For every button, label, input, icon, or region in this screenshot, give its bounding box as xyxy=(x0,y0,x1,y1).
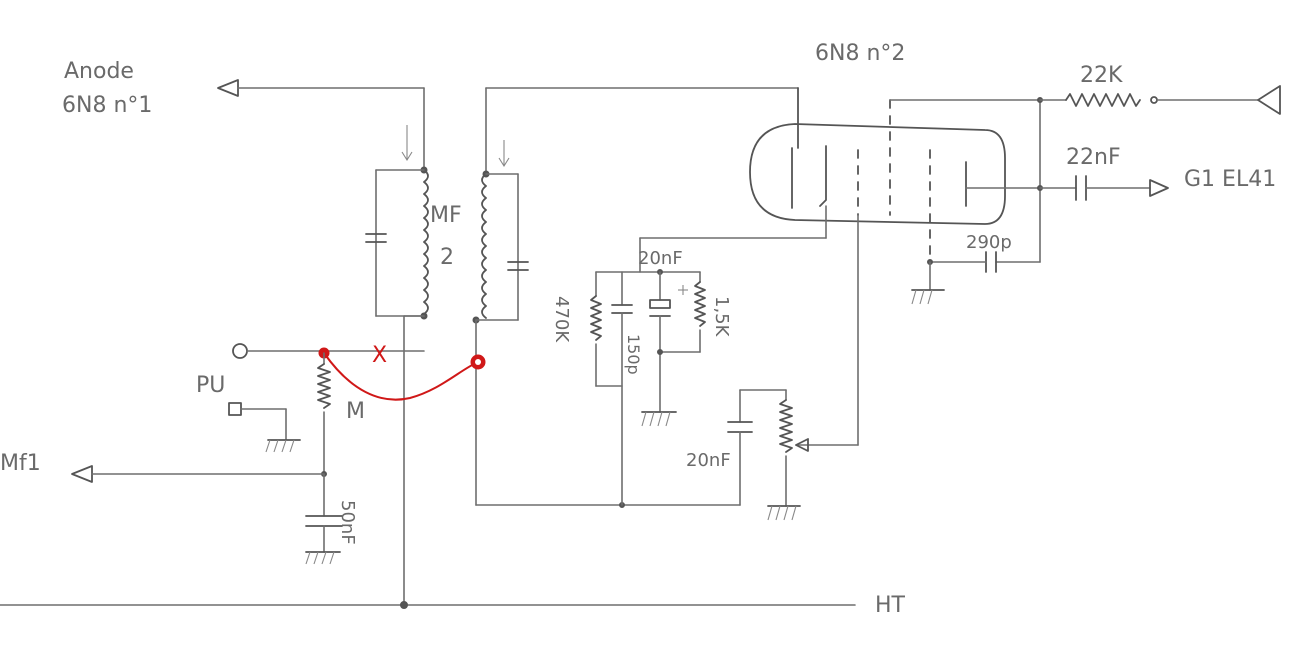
red-modification xyxy=(318,347,486,401)
capacitor-150p-label: 150p xyxy=(624,334,643,375)
resistor-m-label: M xyxy=(346,399,365,424)
mf2-primary-coil xyxy=(365,166,429,320)
capacitor-20nf-top-label: 20nF xyxy=(638,248,683,269)
resistor-470k-label: 470K xyxy=(551,296,572,343)
pu-label: PU xyxy=(196,373,225,398)
capacitor-50nf-label: 50nF xyxy=(337,500,358,545)
capacitor-50nf xyxy=(305,473,343,565)
mf1-output-arrow xyxy=(71,465,325,483)
tube-6n8-2-label: 6N8 n°2 xyxy=(815,41,905,66)
mf1-label: Mf1 xyxy=(0,451,41,476)
mf2-secondary-coil xyxy=(472,87,799,508)
ht-junction xyxy=(400,601,408,609)
cathode-network xyxy=(590,237,706,506)
capacitor-22nf-label: 22nF xyxy=(1066,145,1121,170)
capacitor-290p-label: 290p xyxy=(966,232,1012,253)
anode-tube-label: 6N8 n°1 xyxy=(62,93,152,118)
potentiometer xyxy=(739,389,809,521)
resistor-15k-label: 1,5K xyxy=(711,296,732,338)
mf2-label: MF xyxy=(430,203,462,228)
capacitor-20nf-bottom xyxy=(727,389,753,506)
resistor-22k-label: 22K xyxy=(1080,63,1123,88)
anode-input-arrow xyxy=(217,79,425,169)
output-g1-el41-label: G1 EL41 xyxy=(1184,167,1276,192)
mf2-number-label: 2 xyxy=(440,245,454,270)
capacitor-20nf-bottom-label: 20nF xyxy=(686,450,731,471)
tube-6n8-2 xyxy=(639,87,1043,446)
capacitor-22nf xyxy=(1039,175,1169,201)
anode-label: Anode xyxy=(64,59,134,84)
pu-input xyxy=(228,343,425,453)
resistor-m xyxy=(317,352,331,477)
cut-mark: X xyxy=(372,343,387,368)
resistor-22k xyxy=(1039,85,1281,115)
capacitor-290p xyxy=(911,251,1041,305)
ht-label: HT xyxy=(875,593,906,618)
